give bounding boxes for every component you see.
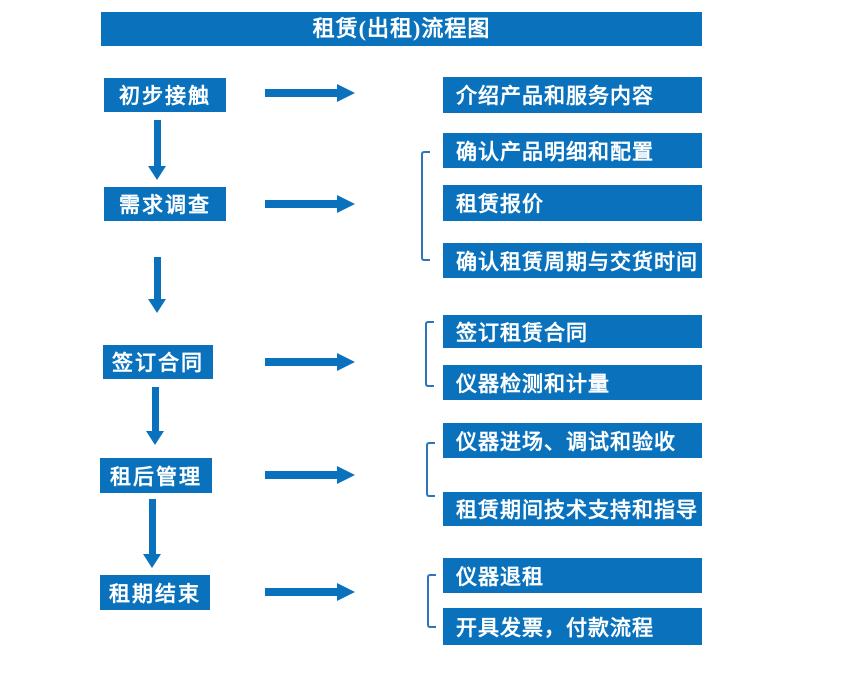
arrow-right-initial-contact xyxy=(265,84,355,102)
arrow-head xyxy=(148,166,166,180)
detail-confirm-rental-period-delivery: 确认租赁周期与交货时间 xyxy=(443,243,702,278)
arrow-right-lease-end xyxy=(265,583,355,601)
bracket-post-rental-group xyxy=(426,442,435,497)
flowchart-title: 租赁(出租)流程图 xyxy=(101,12,702,46)
detail-instrument-return: 仪器退租 xyxy=(443,558,702,593)
detail-introduce-products-services: 介绍产品和服务内容 xyxy=(443,77,702,113)
arrow-right-sign-contract xyxy=(265,353,355,371)
arrow-shaft xyxy=(265,471,337,479)
arrow-head xyxy=(337,84,355,102)
detail-confirm-product-details-config: 确认产品明细和配置 xyxy=(443,133,702,168)
arrow-shaft xyxy=(148,499,156,554)
detail-rental-technical-support: 租赁期间技术支持和指导 xyxy=(443,492,702,526)
arrow-shaft xyxy=(265,358,337,366)
detail-invoice-payment-process: 开具发票，付款流程 xyxy=(443,608,702,645)
arrow-head xyxy=(146,431,164,445)
arrow-head xyxy=(148,299,166,313)
arrow-down-to-sign-contract xyxy=(148,257,166,313)
arrow-shaft xyxy=(153,120,161,166)
arrow-head xyxy=(337,195,355,213)
bracket-sign-contract-group xyxy=(425,321,434,387)
stage-initial-contact: 初步接触 xyxy=(104,78,226,112)
detail-sign-rental-contract: 签订租赁合同 xyxy=(443,315,702,348)
stage-sign-contract: 签订合同 xyxy=(103,345,213,379)
arrow-shaft xyxy=(153,257,161,299)
arrow-right-post-rental-management xyxy=(265,466,355,484)
arrow-head xyxy=(143,554,161,568)
detail-rental-quote: 租赁报价 xyxy=(443,185,702,221)
arrow-shaft xyxy=(265,588,337,596)
arrow-shaft xyxy=(265,89,337,97)
arrow-down-to-post-rental-management xyxy=(146,387,164,445)
stage-post-rental-management: 租后管理 xyxy=(100,458,212,493)
arrow-shaft xyxy=(151,387,159,431)
bracket-lease-end-group xyxy=(427,574,436,628)
arrow-shaft xyxy=(265,200,337,208)
arrow-down-to-demand-survey xyxy=(148,120,166,180)
stage-lease-end: 租期结束 xyxy=(100,575,210,610)
arrow-right-demand-survey xyxy=(265,195,355,213)
detail-instrument-entry-debug-acceptance: 仪器进场、调试和验收 xyxy=(443,423,702,458)
arrow-head xyxy=(337,353,355,371)
stage-demand-survey: 需求调查 xyxy=(104,187,226,221)
detail-instrument-inspection-metering: 仪器检测和计量 xyxy=(443,365,702,400)
arrow-head xyxy=(337,466,355,484)
arrow-head xyxy=(337,583,355,601)
arrow-down-to-lease-end xyxy=(143,499,161,568)
bracket-demand-survey-group xyxy=(421,151,430,261)
